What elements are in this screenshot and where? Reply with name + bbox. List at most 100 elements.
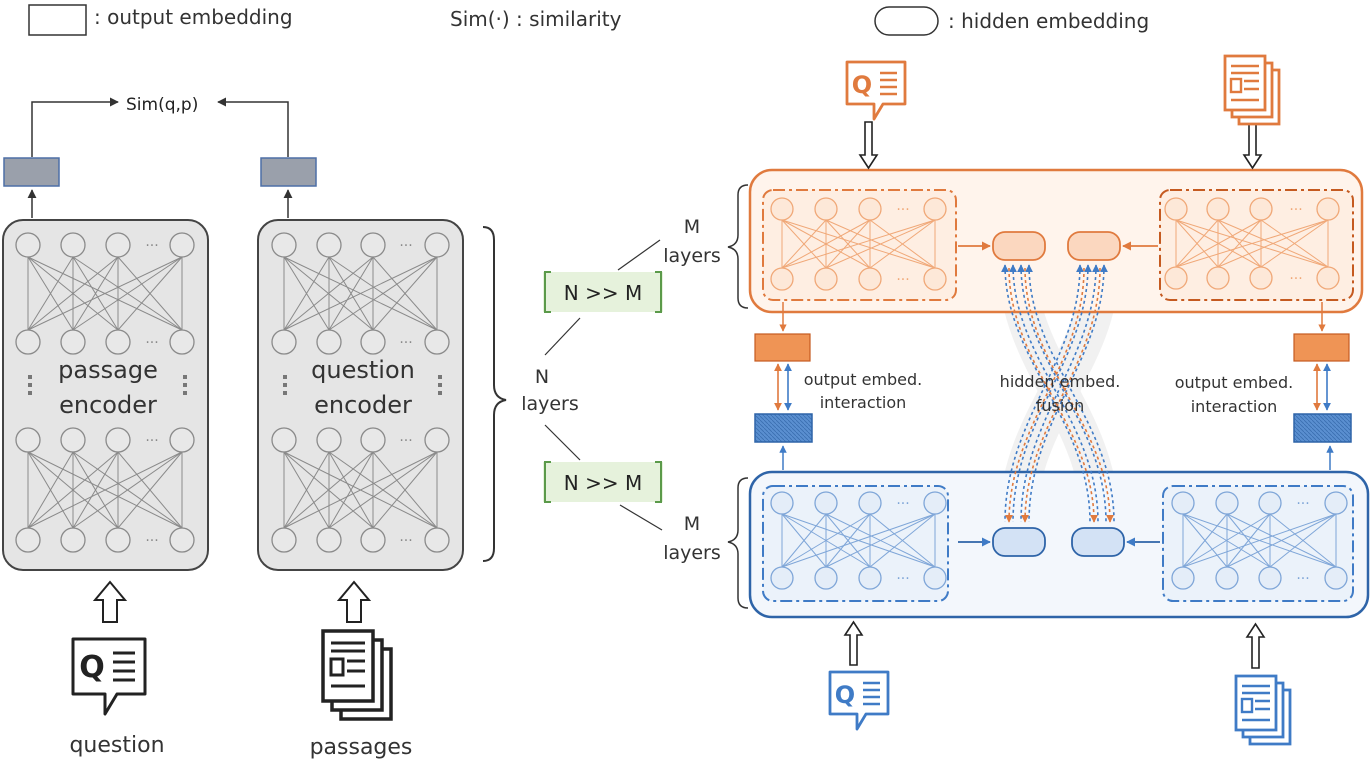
network-node <box>1249 266 1273 290</box>
blue-passages-icon <box>1234 674 1292 746</box>
sim-label: Sim(q,p) <box>126 95 198 115</box>
network-node <box>105 329 131 355</box>
blue-passages-input-arrow <box>1245 622 1266 669</box>
network-node <box>271 427 297 453</box>
output-interaction-arrows <box>774 363 1331 411</box>
ratio-bracket-lower-right <box>655 461 662 503</box>
blue-output-embedding-right <box>1293 413 1352 443</box>
network-edge <box>781 513 871 568</box>
network-node <box>360 427 386 453</box>
network-node <box>1324 566 1348 590</box>
ratio-annotations: N >> M N >> M <box>543 239 663 531</box>
network-node <box>923 491 947 515</box>
network-edge <box>283 451 438 529</box>
network-node <box>1164 266 1188 290</box>
network-edge <box>283 256 330 331</box>
network-ellipsis: ··· <box>399 533 412 549</box>
passage-encoder-network-top: ··· ··· <box>15 232 195 355</box>
network-edge <box>372 256 438 331</box>
network-node <box>814 566 838 590</box>
network-node <box>271 232 297 258</box>
network-node <box>15 427 41 453</box>
network-edge <box>283 451 374 529</box>
orange-hidden-embedding-right <box>1067 231 1121 261</box>
network-node <box>1164 197 1188 221</box>
network-ellipsis: ··· <box>145 533 158 549</box>
network-edge <box>869 513 936 568</box>
passage-output-embedding <box>3 157 60 187</box>
network-edge <box>328 256 374 331</box>
network-node <box>60 527 86 553</box>
network-node <box>105 232 131 258</box>
network-edge <box>27 256 183 331</box>
network-node <box>1206 197 1230 221</box>
orange-left-network: ······ <box>770 197 947 291</box>
network-edge <box>72 256 119 331</box>
network-node <box>1206 266 1230 290</box>
network-node <box>15 527 41 553</box>
network-node <box>1171 566 1195 590</box>
network-node <box>169 232 195 258</box>
question-encoder-network-top: ······ <box>271 232 450 355</box>
network-edge <box>1260 219 1329 268</box>
legend-similarity-text: Sim(·) : similarity <box>450 7 622 31</box>
ratio-line-upper-1 <box>544 317 581 356</box>
network-node <box>770 267 794 291</box>
network-edge <box>1226 513 1337 568</box>
network-node <box>316 427 342 453</box>
network-edge <box>283 256 438 331</box>
network-edge <box>1217 219 1262 268</box>
network-node <box>923 197 947 221</box>
network-ellipsis: ··· <box>896 272 909 288</box>
blue-hidden-embedding-right <box>1071 527 1125 557</box>
network-ellipsis: ··· <box>1296 571 1309 587</box>
network-node <box>1324 491 1348 515</box>
network-node <box>1249 197 1273 221</box>
network-edge <box>781 513 827 568</box>
passages-label: passages <box>310 735 413 760</box>
blue-right-network-frame <box>1162 485 1354 602</box>
network-ellipsis: ··· <box>145 238 158 254</box>
ratio-bracket-upper-left <box>544 271 551 313</box>
output-interaction-right-1: output embed. <box>1175 373 1294 392</box>
network-node <box>1215 491 1239 515</box>
network-edge <box>825 513 871 568</box>
sim-arrow-left <box>31 97 119 157</box>
network-edge <box>1175 219 1329 268</box>
network-node <box>770 566 794 590</box>
question-input-arrow <box>92 580 128 623</box>
blue-question-input-arrow <box>843 620 864 666</box>
output-interaction-right-2: interaction <box>1191 397 1278 416</box>
orange-hidden-embedding-left <box>992 231 1046 261</box>
network-edge <box>1175 219 1262 268</box>
network-node <box>1316 197 1340 221</box>
network-node <box>424 427 450 453</box>
question-encoder-label-2: encoder <box>314 391 412 419</box>
hidden-fusion-1: hidden embed. <box>1000 372 1121 391</box>
network-edge <box>825 219 871 269</box>
ratio-text-upper: N >> M <box>564 281 642 305</box>
network-ellipsis: ··· <box>145 335 158 351</box>
network-node <box>360 329 386 355</box>
blue-right-network: ······ <box>1171 491 1348 590</box>
network-edge <box>27 451 119 529</box>
question-encoder-network-bottom: ······ <box>271 427 450 553</box>
output-interaction-left-1: output embed. <box>804 370 923 389</box>
m-brace-bottom <box>727 477 749 609</box>
network-node <box>105 427 131 453</box>
network-edge <box>1182 513 1337 568</box>
network-node <box>60 329 86 355</box>
ratio-badge-upper <box>543 272 663 312</box>
svg-text:Q: Q <box>852 71 872 99</box>
svg-text:Q: Q <box>835 681 855 709</box>
network-node <box>316 232 342 258</box>
network-edge <box>1269 513 1337 568</box>
orange-passages-icon <box>1223 54 1281 126</box>
network-node <box>169 329 195 355</box>
blue-output-embedding-left <box>754 413 813 443</box>
network-node <box>316 527 342 553</box>
network-ellipsis: ··· <box>1289 271 1302 287</box>
fusion-arrows <box>1001 264 1115 523</box>
network-node <box>271 329 297 355</box>
blue-hidden-embedding-left <box>992 527 1046 557</box>
